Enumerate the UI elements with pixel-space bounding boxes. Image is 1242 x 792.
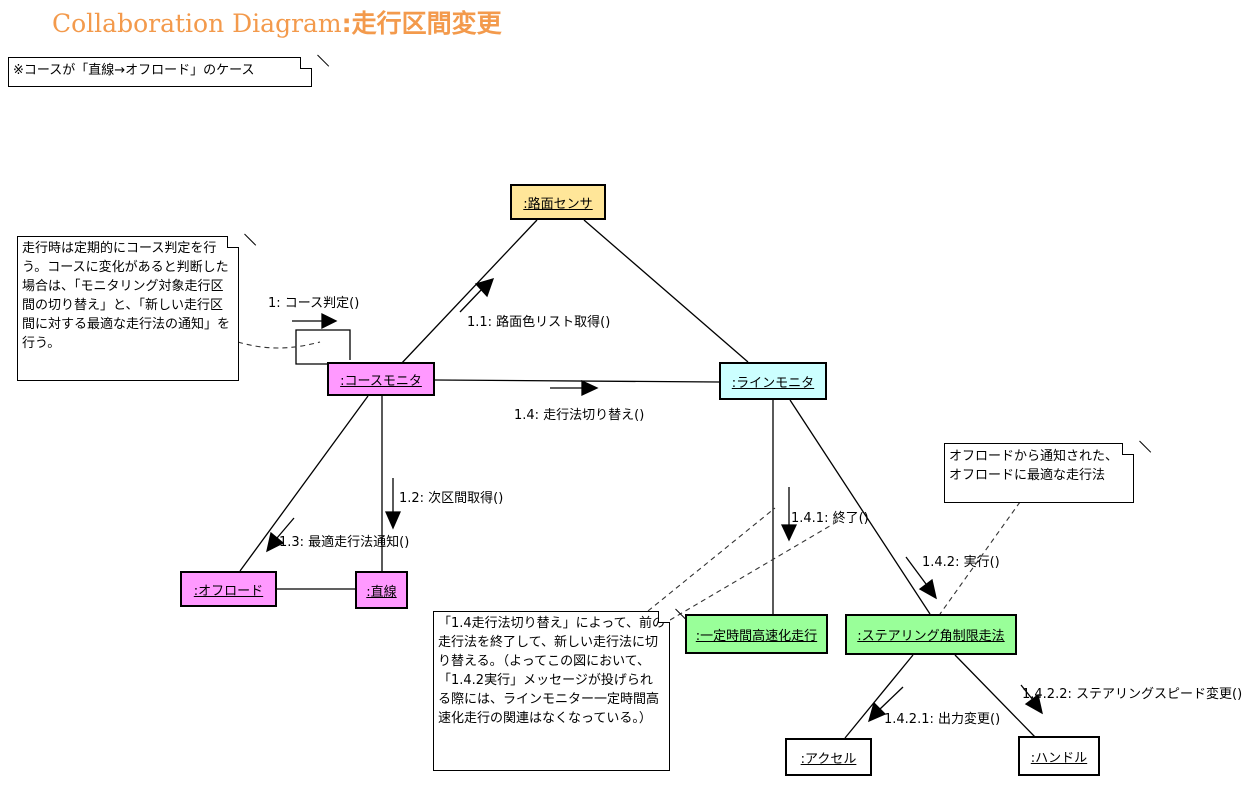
arrow-m1-4-2-1 (879, 686, 904, 710)
object-road-sensor-label: :路面センサ (523, 196, 593, 212)
arrow-m1-3 (276, 517, 295, 539)
anchor-switch-note-1 (647, 507, 776, 612)
note-switch: 「1.4走行法切り替え」によって、前の走行法を終了して、新しい走行法に切り替える… (433, 611, 670, 771)
arrow-m1-1 (459, 288, 483, 313)
arrow-m1-4-2 (905, 556, 927, 585)
note-fold (658, 611, 670, 623)
message-1-2: 1.2: 次区間取得() (399, 491, 504, 506)
arrow-m1-head (321, 312, 338, 330)
link-road-line (583, 219, 749, 363)
link-steering-accel (844, 654, 914, 739)
object-road-sensor[interactable]: :路面センサ (510, 184, 606, 220)
link-course-offroad (239, 395, 369, 572)
object-steering-limit-run-label: :ステアリング角制限走法 (857, 629, 1005, 644)
anchor-offroad-note (939, 501, 1021, 615)
object-line-monitor[interactable]: :ラインモニタ (719, 362, 827, 400)
diagram-title: Collaboration Diagram:走行区間変更 (52, 4, 502, 40)
object-offroad-label: :オフロード (193, 583, 264, 599)
link-course-road (399, 219, 538, 366)
object-course-monitor[interactable]: :コースモニタ (327, 362, 435, 396)
title-separator: : (341, 9, 352, 38)
note-fold (1122, 443, 1134, 455)
arrow-m1-4-head (581, 379, 599, 397)
object-steering-limit-run[interactable]: :ステアリング角制限走法 (845, 614, 1017, 655)
link-self-loop (295, 329, 351, 365)
object-handle-label: :ハンドル (1030, 750, 1088, 766)
note-course-judge: 走行時は定期的にコース判定を行う。コースに変化があると判断した場合は、「モニタリ… (17, 236, 239, 381)
arrow-m1-4-2-2-head (1024, 693, 1043, 715)
note-fold (300, 57, 312, 69)
note-fold (227, 236, 239, 248)
object-accel-label: :アクセル (800, 751, 857, 767)
message-1-1: 1.1: 路面色リスト取得() (467, 315, 611, 330)
message-1-4-1: 1.4.1: 終了() (791, 511, 869, 526)
object-line-monitor-label: :ラインモニタ (731, 375, 815, 391)
note-switch-text: 「1.4走行法切り替え」によって、前の走行法を終了して、新しい走行法に切り替える… (438, 616, 665, 726)
arrow-m1-4-2-head (918, 578, 937, 600)
note-course-judge-text: 走行時は定期的にコース判定を行う。コースに変化があると判断した場合は、「モニタリ… (22, 241, 231, 351)
link-course-line (434, 379, 720, 383)
link-line-steering (789, 399, 931, 615)
message-1-3: 1.3: 最適走行法通知() (279, 535, 410, 550)
note-offroad-text: オフロードから通知された、 オフロードに最適な走行法 (949, 449, 1119, 483)
message-1-4: 1.4: 走行法切り替え() (514, 408, 645, 423)
message-1-4-2: 1.4.2: 実行() (922, 555, 1000, 570)
title-prefix: Collaboration Diagram (52, 9, 342, 38)
object-fixed-speed-run[interactable]: :一定時間高速化走行 (685, 614, 828, 654)
object-course-monitor-label: :コースモニタ (340, 373, 422, 389)
link-steering-handle (954, 654, 1037, 739)
note-offroad: オフロードから通知された、 オフロードに最適な走行法 (944, 443, 1134, 503)
note-case: ※コースが「直線→オフロード」のケース (8, 57, 312, 87)
object-straight[interactable]: :直線 (355, 571, 408, 609)
object-offroad[interactable]: :オフロード (180, 571, 277, 607)
note-case-text: ※コースが「直線→オフロード」のケース (13, 63, 255, 78)
object-straight-label: :直線 (366, 584, 397, 600)
arrow-m1-4-1-head (780, 524, 798, 542)
arrow-m1-3-head (266, 531, 285, 553)
title-name: 走行区間変更 (351, 9, 502, 38)
arrow-m1-4-2-1-head (868, 701, 887, 723)
arrow-m1-4-2-2 (1020, 684, 1034, 701)
message-1-4-2-2: 1.4.2.2: ステアリングスピード変更() (1022, 687, 1242, 702)
object-accel[interactable]: :アクセル (785, 738, 872, 776)
object-handle[interactable]: :ハンドル (1018, 736, 1100, 776)
arrow-m1-1-head (474, 278, 495, 298)
message-1-4-2-1: 1.4.2.1: 出力変更() (884, 712, 1001, 727)
arrow-m1-2-head (385, 511, 401, 530)
object-fixed-speed-run-label: :一定時間高速化走行 (695, 628, 818, 644)
message-1: 1: コース判定() (268, 296, 360, 311)
anchor-switch-note-2 (669, 519, 841, 621)
anchor-course-note (237, 341, 321, 349)
